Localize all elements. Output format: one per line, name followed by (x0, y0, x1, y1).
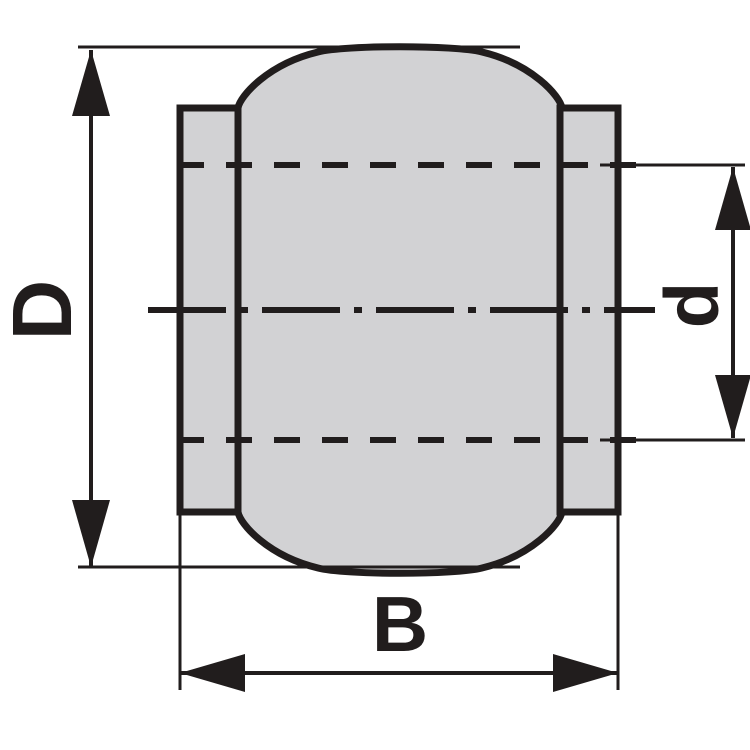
dimension-B-arrow-left (180, 654, 245, 692)
dimension-B-label: B (372, 580, 428, 668)
dimension-B-group: B (180, 580, 618, 692)
dimension-D-group: D (0, 50, 110, 567)
dimension-d-label: d (650, 282, 735, 328)
dimension-d-arrow-top (715, 167, 750, 230)
extension-lines-group (78, 45, 745, 690)
dimension-D-arrow-top (72, 50, 110, 116)
dimension-d-arrow-bottom (715, 375, 750, 438)
dimension-B-arrow-right (553, 654, 618, 692)
dimension-d-group: d (650, 167, 750, 438)
hidden-lines-group (178, 162, 655, 443)
dimension-D-label: D (0, 280, 89, 341)
dimension-D-arrow-bottom (72, 500, 110, 567)
